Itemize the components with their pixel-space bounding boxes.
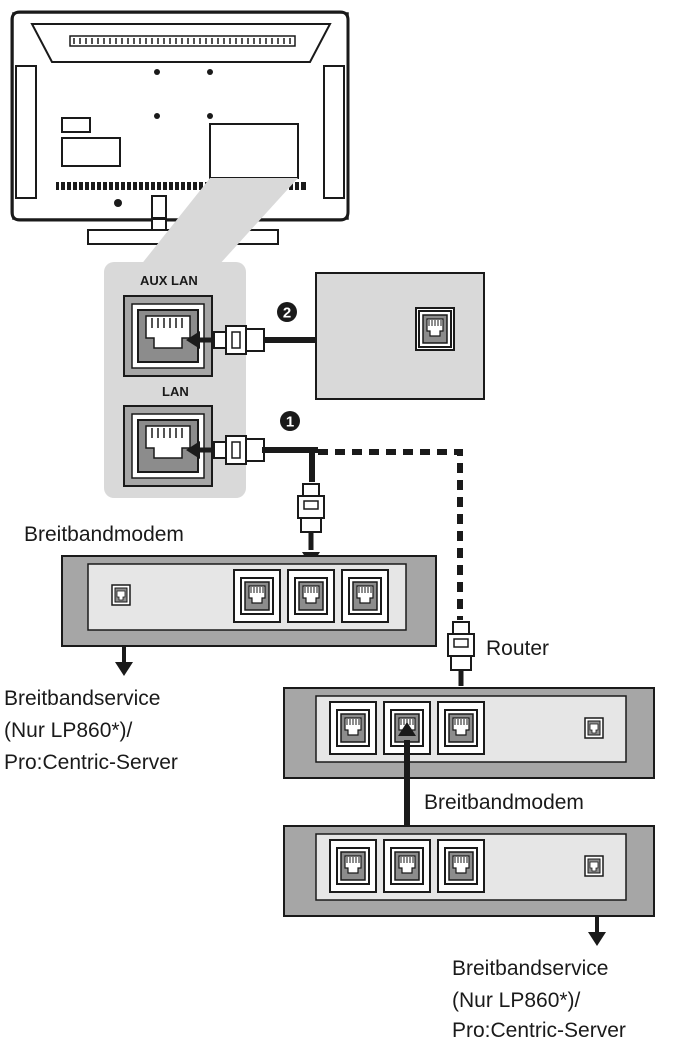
modem-left-port-1	[233, 569, 281, 623]
svg-text:2: 2	[283, 305, 291, 322]
broadband-modem-bottom	[283, 825, 655, 946]
modem-bottom-port-1	[329, 839, 377, 893]
service-right-line-1: Breitbandservice	[452, 957, 609, 980]
service-left-line-3: Pro:Centric-Server	[4, 751, 178, 774]
zoom-wedge	[140, 178, 298, 266]
broadband-modem-left	[61, 555, 437, 676]
lan-port-label: LAN	[162, 384, 189, 399]
router-port-1	[329, 701, 377, 755]
tv-port-panel: AUX LAN LAN	[104, 262, 246, 498]
router-dashed-cable	[318, 449, 463, 620]
modem-left-port-3	[341, 569, 389, 623]
aux-lan-port-label: AUX LAN	[140, 273, 198, 288]
aux-device-box	[315, 272, 485, 400]
router-port-3	[437, 701, 485, 755]
service-left-line-2: (Nur LP860*)/	[4, 719, 133, 742]
router-label: Router	[486, 637, 550, 660]
modem-bottom-label: Breitbandmodem	[424, 791, 584, 814]
svg-text:1: 1	[286, 414, 294, 431]
modem-bottom-port-3	[437, 839, 485, 893]
modem-bottom-port-2	[383, 839, 431, 893]
callout-2-badge: 2	[277, 302, 297, 322]
service-left-line-1: Breitbandservice	[4, 687, 161, 710]
callout-1-badge: 1	[280, 411, 300, 431]
router-device	[283, 687, 655, 779]
lan-port	[137, 419, 199, 473]
aux-lan-port	[137, 309, 199, 363]
service-right-line-3: Pro:Centric-Server	[452, 1019, 626, 1042]
service-right-line-2: (Nur LP860*)/	[452, 989, 581, 1012]
modem-left-label: Breitbandmodem	[24, 523, 184, 546]
modem-left-port-2	[287, 569, 335, 623]
tv-rear	[10, 10, 350, 245]
